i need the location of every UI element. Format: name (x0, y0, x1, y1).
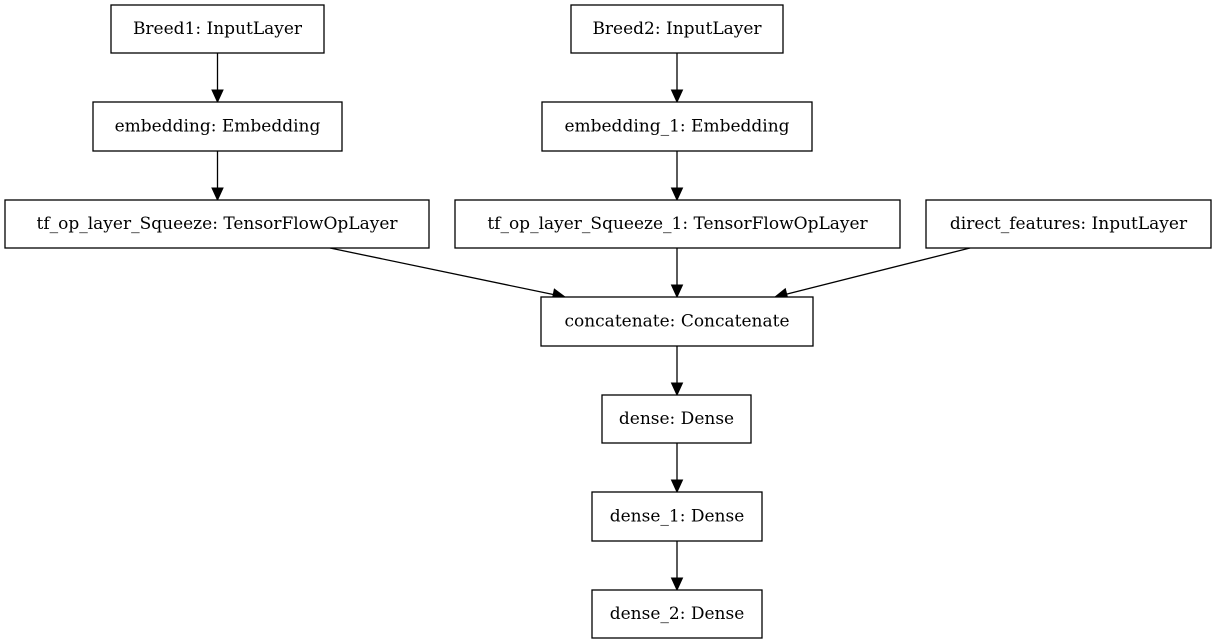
node-embedding-1-label: embedding_1: Embedding (564, 117, 789, 137)
arrowhead-icon (211, 187, 224, 202)
node-breed2: Breed2: InputLayer (570, 4, 784, 54)
arrowhead-icon (211, 89, 224, 104)
node-dense-2: dense_2: Dense (591, 589, 763, 639)
node-direct-features: direct_features: InputLayer (925, 199, 1212, 249)
edge-squeeze-1-to-concatenate (670, 248, 684, 299)
arrowhead-icon (670, 89, 684, 104)
node-dense-1: dense_1: Dense (591, 491, 763, 542)
edge-embedding-1-to-squeeze-1 (670, 151, 684, 202)
edge-line (329, 247, 554, 296)
node-dense-2-label: dense_2: Dense (610, 604, 745, 624)
edge-dense-to-dense-1 (670, 443, 684, 494)
node-squeeze-1: tf_op_layer_Squeeze_1: TensorFlowOpLayer (454, 199, 901, 249)
edge-breed2-to-embedding-1 (670, 53, 684, 104)
edge-line (786, 247, 971, 295)
node-dense-1-label: dense_1: Dense (610, 507, 745, 527)
node-squeeze-label: tf_op_layer_Squeeze: TensorFlowOpLayer (36, 214, 398, 234)
edge-dense-1-to-dense-2 (670, 541, 684, 592)
node-concatenate: concatenate: Concatenate (540, 296, 814, 347)
node-squeeze-1-label: tf_op_layer_Squeeze_1: TensorFlowOpLayer (487, 214, 868, 234)
edge-breed1-to-embedding (211, 53, 224, 104)
node-concatenate-label: concatenate: Concatenate (564, 312, 789, 332)
edge-embedding-to-squeeze (211, 151, 224, 202)
node-dense: dense: Dense (601, 394, 752, 444)
node-breed2-label: Breed2: InputLayer (592, 19, 762, 39)
arrowhead-icon (670, 577, 684, 592)
arrowhead-icon (670, 382, 684, 397)
node-dense-label: dense: Dense (619, 409, 734, 429)
arrowhead-icon (670, 187, 684, 202)
node-squeeze: tf_op_layer_Squeeze: TensorFlowOpLayer (4, 199, 430, 249)
node-embedding-label: embedding: Embedding (115, 117, 321, 137)
edge-direct-features-to-concatenate (773, 247, 971, 301)
arrowhead-icon (670, 284, 684, 299)
edge-concatenate-to-dense (670, 346, 684, 397)
node-breed1: Breed1: InputLayer (110, 4, 325, 54)
node-embedding: embedding: Embedding (92, 101, 343, 152)
node-direct-features-label: direct_features: InputLayer (950, 214, 1188, 234)
node-breed1-label: Breed1: InputLayer (133, 19, 303, 39)
arrowhead-icon (670, 479, 684, 494)
node-embedding-1: embedding_1: Embedding (541, 101, 813, 152)
edge-squeeze-to-concatenate (329, 247, 567, 301)
